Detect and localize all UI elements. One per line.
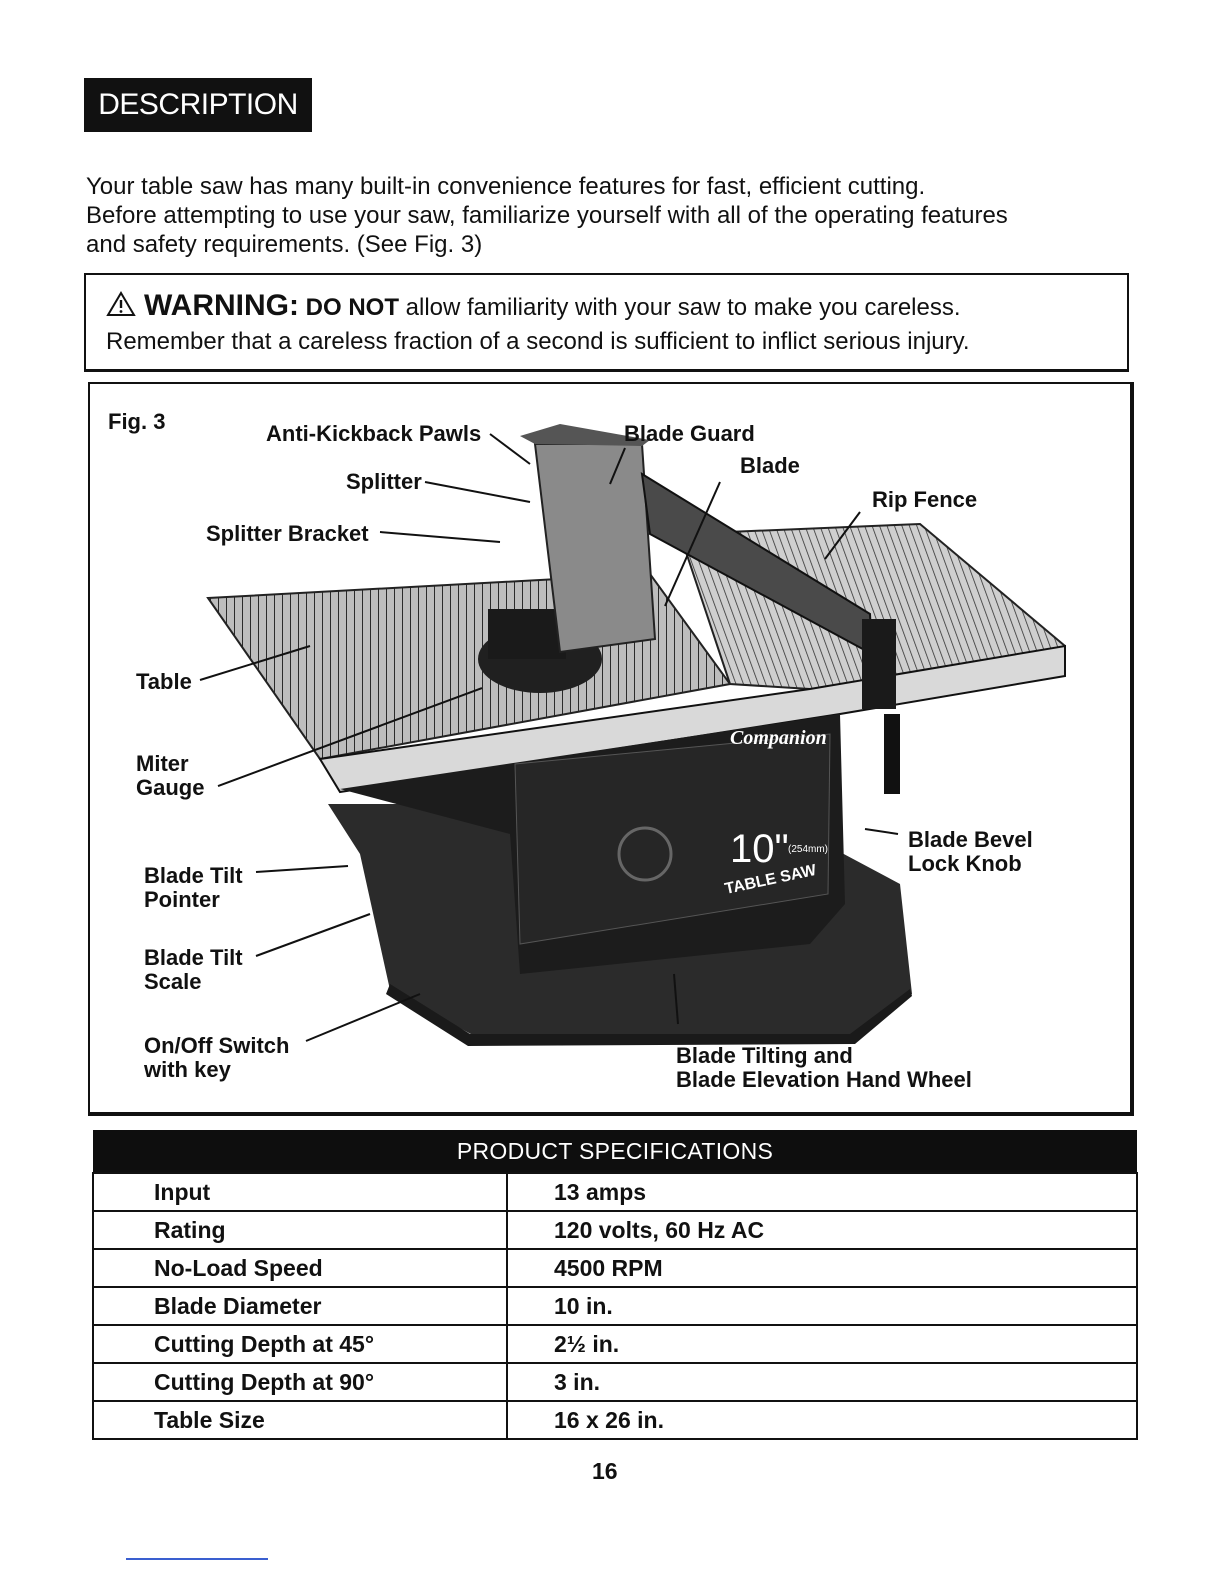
blade-guard-top: [520, 424, 650, 446]
intro-paragraph: Your table saw has many built-in conveni…: [86, 172, 1146, 259]
table-row: Blade Diameter 10 in.: [92, 1286, 1138, 1326]
spec-label: Table Size: [92, 1400, 508, 1440]
intro-line: Before attempting to use your saw, famil…: [86, 202, 1008, 229]
label-line: Lock Knob: [908, 851, 1022, 876]
label-blade-guard: Blade Guard: [624, 421, 755, 446]
spec-label: Blade Diameter: [92, 1286, 508, 1326]
warning-triangle-icon: [106, 291, 136, 316]
product-brand: Companion: [730, 727, 827, 749]
intro-line: Your table saw has many built-in conveni…: [86, 173, 926, 200]
warning-line: Remember that a careless fraction of a s…: [106, 328, 970, 355]
label-line: Blade Bevel: [908, 827, 1033, 852]
spec-value: 13 amps: [506, 1172, 1138, 1212]
table-row: No-Load Speed 4500 RPM: [92, 1248, 1138, 1288]
label-line: Blade Elevation Hand Wheel: [676, 1067, 972, 1092]
spec-label: Cutting Depth at 45°: [92, 1324, 508, 1364]
table-row: Input 13 amps: [92, 1172, 1138, 1212]
label-blade-bevel-lock-knob: Blade Bevel Lock Knob: [908, 828, 1033, 876]
table-saw-illustration: Companion 10" (254mm) TABLE SAW: [199, 424, 1066, 1046]
warning-emphasis: DO NOT: [305, 294, 399, 321]
label-line: Gauge: [136, 775, 205, 800]
label-hand-wheel: Blade Tilting and Blade Elevation Hand W…: [676, 1044, 972, 1092]
hand-wheel: [617, 826, 673, 882]
label-line: On/Off Switch: [144, 1033, 290, 1058]
label-rip-fence: Rip Fence: [872, 487, 978, 512]
rip-fence-handle: [862, 619, 896, 709]
label-line: with key: [144, 1057, 231, 1082]
label-line: Pointer: [144, 887, 220, 912]
table-row: Cutting Depth at 45° 2½ in.: [92, 1324, 1138, 1364]
spec-table-title: PRODUCT SPECIFICATIONS: [93, 1130, 1137, 1173]
miter-gauge-block: [488, 609, 566, 659]
saw-base-foot: [386, 984, 912, 1046]
spec-header-row: PRODUCT SPECIFICATIONS: [93, 1130, 1137, 1173]
table-row: Cutting Depth at 90° 3 in.: [92, 1362, 1138, 1402]
table-row: Table Size 16 x 26 in.: [92, 1400, 1138, 1440]
label-on-off-switch: On/Off Switch with key: [144, 1034, 289, 1082]
page-number: 16: [592, 1458, 618, 1484]
spec-label: Input: [92, 1172, 508, 1212]
product-specifications-table: PRODUCT SPECIFICATIONS Input 13 amps Rat…: [92, 1130, 1138, 1440]
spec-label: No-Load Speed: [92, 1248, 508, 1288]
spec-value: 10 in.: [506, 1286, 1138, 1326]
warning-heading: WARNING:: [144, 289, 299, 322]
footer-divider: [126, 1558, 268, 1560]
label-blade: Blade: [740, 453, 800, 478]
blade-bevel-knob: [884, 714, 900, 794]
label-line: Blade Tilting and: [676, 1043, 853, 1068]
spec-value: 120 volts, 60 Hz AC: [506, 1210, 1138, 1250]
label-line: Blade Tilt: [144, 863, 243, 888]
label-line: Blade Tilt: [144, 945, 243, 970]
label-table: Table: [136, 669, 192, 694]
label-line: Scale: [144, 969, 202, 994]
product-size: 10": [730, 827, 789, 871]
warning-line: WARNING: DO NOT allow familiarity with y…: [106, 289, 961, 323]
label-blade-tilt-scale: Blade Tilt Scale: [144, 946, 243, 994]
label-miter-gauge: Miter Gauge: [136, 752, 204, 800]
spec-value: 3 in.: [506, 1362, 1138, 1402]
section-header: DESCRIPTION: [84, 78, 312, 132]
spec-value: 4500 RPM: [506, 1248, 1138, 1288]
saw-front-panel: [514, 733, 831, 945]
label-line: Miter: [136, 751, 189, 776]
leader-lines: [199, 433, 899, 1042]
warning-box: WARNING: DO NOT allow familiarity with y…: [84, 273, 1129, 372]
figure-number: Fig. 3: [108, 409, 166, 434]
figure-box: Companion 10" (254mm) TABLE SAW: [88, 382, 1134, 1116]
spec-label: Cutting Depth at 90°: [92, 1362, 508, 1402]
spec-value: 2½ in.: [506, 1324, 1138, 1364]
product-metric: (254mm): [788, 844, 828, 855]
warning-text: allow familiarity with your saw to make …: [398, 294, 961, 321]
spec-value: 16 x 26 in.: [506, 1400, 1138, 1440]
label-anti-kickback-pawls: Anti-Kickback Pawls: [266, 421, 482, 446]
table-row: Rating 120 volts, 60 Hz AC: [92, 1210, 1138, 1250]
label-splitter: Splitter: [346, 469, 422, 494]
label-splitter-bracket: Splitter Bracket: [206, 521, 369, 546]
spec-label: Rating: [92, 1210, 508, 1250]
intro-line: and safety requirements. (See Fig. 3): [86, 231, 483, 258]
label-blade-tilt-pointer: Blade Tilt Pointer: [144, 864, 243, 912]
